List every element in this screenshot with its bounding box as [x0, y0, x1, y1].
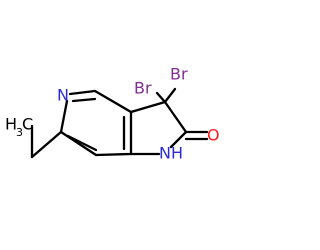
bond-c6-c7 [59, 130, 98, 157]
bond-c3-c3a [129, 100, 167, 114]
bromine-label-1: Br [134, 79, 152, 98]
nh-nitrogen-label: N [159, 144, 171, 163]
bromine-label-2: Br [170, 65, 188, 84]
bond-c3-c2 [163, 100, 188, 134]
methyl-subscript-label: 3 [16, 126, 23, 139]
bond-c6-ch2 [30, 130, 63, 159]
bond-c7-c7a [94, 152, 133, 157]
bond-c3a-c4 [93, 89, 133, 114]
oxygen-label: O [207, 126, 220, 145]
bond-c3-br1 [155, 91, 167, 104]
bond-c4-n5 [68, 89, 97, 96]
molecule-drawing: Br Br N O N H H 3 C [5, 65, 220, 163]
bond-c6-c7-inner [66, 134, 98, 152]
methyl-c-label: C [22, 115, 33, 134]
structure-diagram: Br Br N O N H H 3 C [5, 64, 220, 163]
atom-labels: Br Br N O N H H 3 C [5, 65, 220, 163]
nh-hydrogen-label: H [171, 144, 183, 163]
bonds [30, 87, 209, 159]
methyl-h-label: H [5, 115, 17, 134]
ring-nitrogen-label: N [57, 86, 69, 105]
bond-c4-n5-inner [71, 97, 97, 103]
bond-c2-n1 [169, 130, 188, 149]
bond-n5-c6 [59, 99, 69, 134]
bond-c3-br2 [163, 87, 177, 104]
